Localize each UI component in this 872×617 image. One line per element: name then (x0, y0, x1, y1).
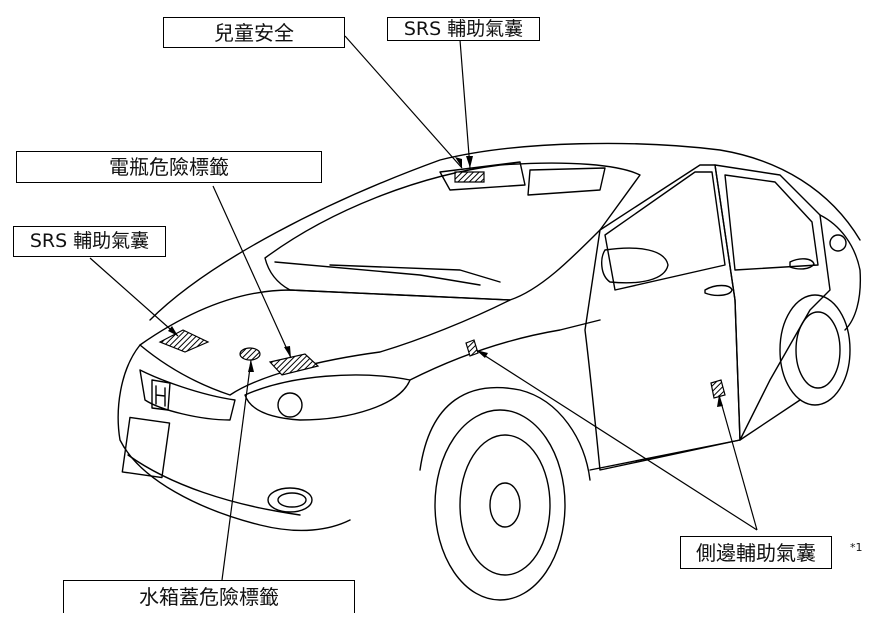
arrow-side-rear (717, 395, 723, 407)
label-srs-airbag-left: SRS 輔助氣囊 (13, 226, 166, 257)
arrow-battery (284, 346, 291, 358)
rear-door-handle (789, 258, 815, 270)
arrow-side-front (476, 350, 488, 358)
front-tire (434, 409, 566, 601)
leader-srs-left (89, 257, 179, 337)
rear-body (819, 214, 862, 331)
arrow-srs-left (168, 326, 178, 336)
leader-side-front (475, 349, 758, 531)
headlight-lens (277, 392, 303, 418)
front-hub (489, 482, 521, 528)
label-side-airbag: 側邊輔助氣囊 (680, 536, 832, 569)
wiper-left (274, 261, 481, 286)
label-radiator-cap-warning: 水箱蓋危險標籤 (63, 580, 355, 613)
lower-bumper (127, 454, 301, 516)
label-marker-side-front (465, 339, 479, 357)
rear-tire (779, 294, 851, 406)
door-rear (714, 164, 831, 441)
label-srs-airbag-top: SRS 輔助氣囊 (387, 17, 540, 41)
rear-window (724, 174, 819, 271)
footnote-mark: *1 (850, 541, 863, 554)
grille (139, 369, 236, 421)
front-door-handle (704, 284, 733, 297)
fuel-door (829, 234, 847, 252)
sun-strip (439, 161, 526, 191)
front-window (604, 171, 726, 291)
label-marker-radiator-cap (239, 347, 261, 361)
front-rim (459, 434, 551, 576)
fog-lamp-inner (277, 492, 307, 508)
windshield-inner (527, 167, 606, 196)
headlight (244, 374, 411, 421)
leader-srs-top (459, 39, 471, 169)
leader-side-rear (718, 394, 758, 531)
label-battery-warning: 電瓶危險標籤 (16, 151, 322, 183)
label-marker-side-rear (710, 379, 726, 399)
hood (139, 289, 511, 396)
front-face (117, 344, 351, 532)
wiper-right (329, 264, 501, 283)
label-marker-battery (268, 353, 320, 376)
windshield (264, 162, 641, 301)
fog-lamp (267, 487, 313, 513)
rocker (589, 399, 801, 471)
leader-radiator-cap (221, 359, 252, 581)
leader-child-safety (344, 35, 463, 169)
leader-battery (212, 185, 292, 359)
side-mirror (601, 247, 669, 284)
label-marker-sun-visor (454, 171, 485, 183)
front-wheel-arch (419, 386, 591, 481)
license-plate (121, 416, 171, 479)
arrow-child-safety (455, 157, 462, 168)
rear-rim (795, 311, 841, 389)
arrow-srs-top (466, 156, 473, 168)
label-child-safety: 兒童安全 (163, 17, 345, 48)
roof-outline (149, 142, 861, 321)
arrow-radiator-cap (248, 360, 254, 372)
fender (409, 319, 601, 381)
label-marker-hood-airbag (158, 329, 210, 353)
emblem (151, 379, 171, 411)
